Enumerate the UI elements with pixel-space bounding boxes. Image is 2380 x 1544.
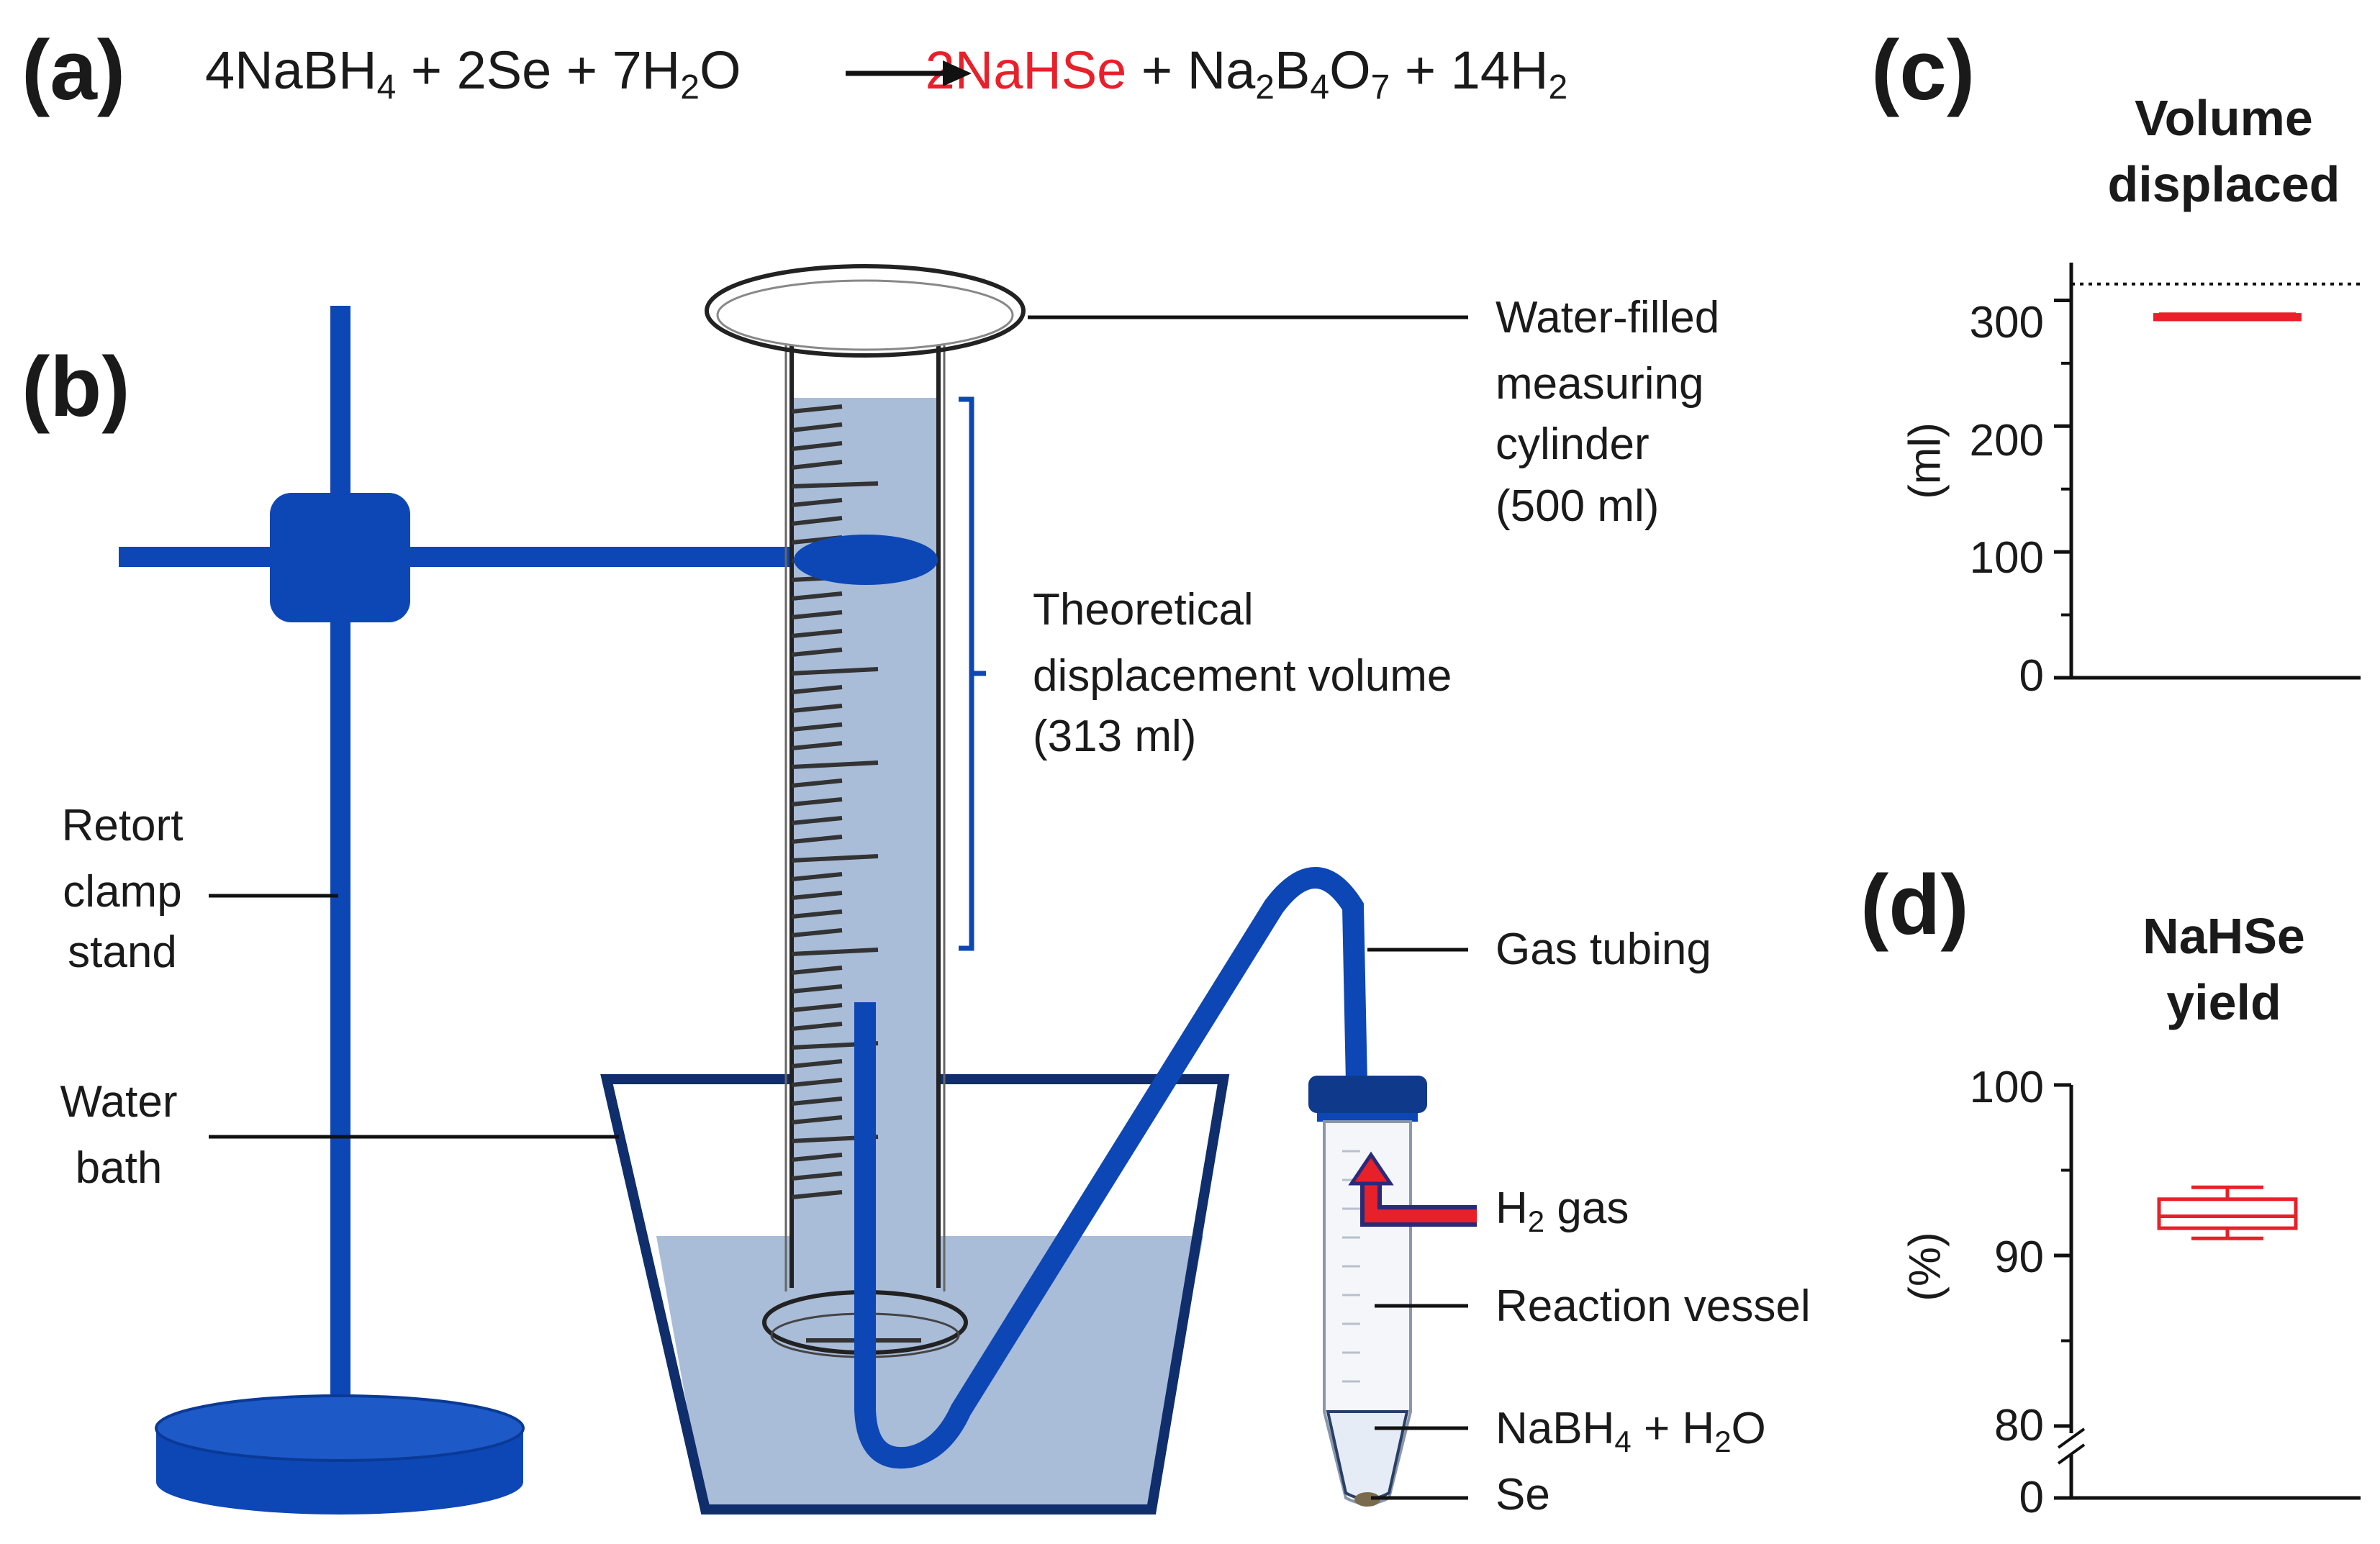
label-gas-tubing: Gas tubing: [1496, 925, 1711, 974]
clamp-grip: [794, 535, 938, 585]
reactant-1: 4NaBH4: [205, 40, 397, 106]
label-nabh4-water: NaBH4 + H2O: [1496, 1404, 1766, 1458]
product-hydrogen: 14H2: [1450, 40, 1568, 106]
selenium-pellet: [1354, 1492, 1380, 1507]
label-h2-gas: H2 gas: [1496, 1184, 1629, 1238]
chart-d-ytick-0: 0: [2019, 1473, 2044, 1522]
reaction-vessel: [1308, 1076, 1427, 1507]
reactant-3: 7H2O: [612, 40, 741, 106]
chart-c-ytick-100: 100: [1969, 533, 2044, 583]
chart-c-ylabel: (ml): [1900, 422, 1950, 499]
panel-label-a: (a): [22, 23, 126, 118]
reaction-arrow-icon: [846, 60, 972, 86]
gas-tubing: [854, 867, 1367, 1469]
chart-c-ytick-200: 200: [1969, 416, 2044, 466]
chart-d-title: NaHSe yield: [2143, 908, 2305, 1030]
label-cylinder: Water-filled measuring cylinder (500 ml): [1496, 293, 1720, 531]
panel-label-c: (c): [1871, 23, 1976, 118]
label-theoretical-volume: Theoretical displacement volume (313 ml): [1033, 585, 1452, 761]
reaction-equation: 4NaBH4 + 2Se + 7H2O 2NaHSe + Na2B4O7 + 1…: [205, 40, 1568, 106]
cylinder-graduations: [791, 404, 921, 1343]
panel-label-b: (b): [22, 340, 130, 435]
chart-c-title: Volume displaced: [2107, 90, 2340, 212]
retort-stand: [119, 306, 824, 1515]
label-water-bath: Water bath: [60, 1077, 178, 1193]
displacement-bracket: [959, 396, 986, 951]
chart-d-ytick-90: 90: [1994, 1232, 2044, 1282]
chart-d-ylabel: (%): [1900, 1232, 1950, 1302]
chart-c-ytick-300: 300: [1969, 298, 2044, 348]
panel-label-d: (d): [1860, 858, 1969, 953]
chart-d-ytick-100: 100: [1969, 1063, 2044, 1112]
label-selenium: Se: [1496, 1470, 1550, 1520]
label-reaction-vessel: Reaction vessel: [1496, 1281, 1811, 1331]
chart-d-ytick-80: 80: [1994, 1401, 2044, 1450]
label-leader-lines: [209, 315, 1468, 1500]
reactant-2: 2Se: [456, 40, 552, 100]
product-borax: Na2B4O7: [1187, 40, 1390, 106]
label-retort-stand: Retort clamp stand: [61, 801, 184, 977]
chart-c-ytick-0: 0: [2019, 651, 2044, 701]
measuring-cylinder: [705, 264, 1026, 1358]
